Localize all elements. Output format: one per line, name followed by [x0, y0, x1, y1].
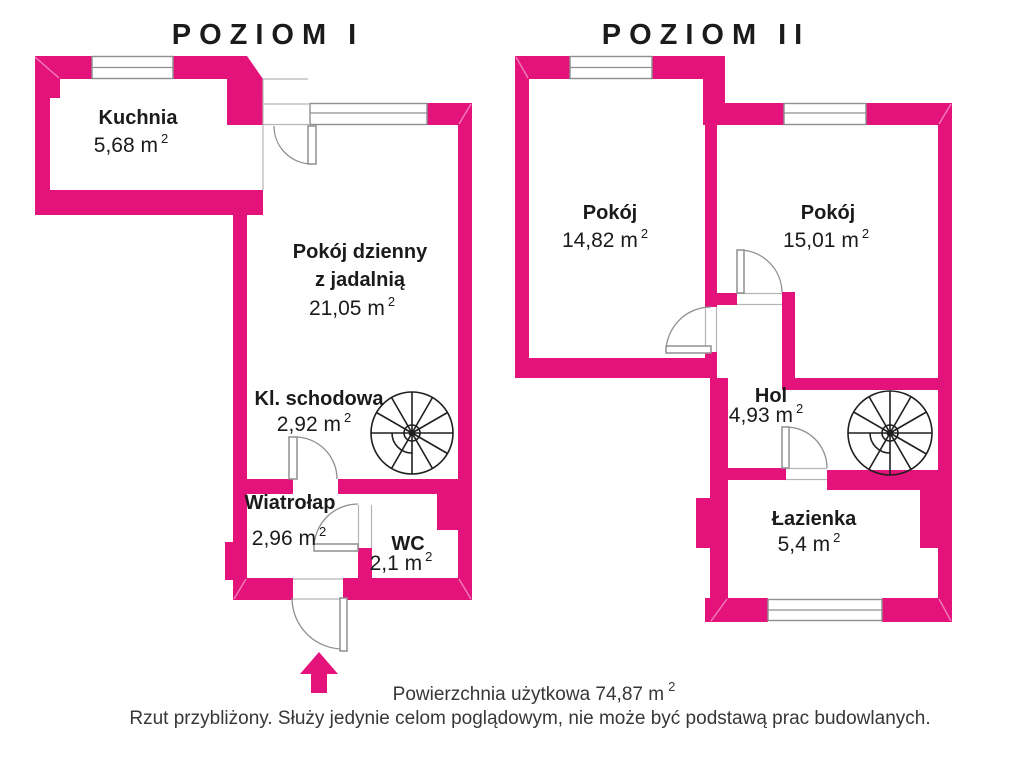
svg-text:4,93 m2: 4,93 m2: [729, 401, 803, 427]
svg-text:Łazienka: Łazienka: [772, 508, 857, 530]
svg-text:2,1 m2: 2,1 m2: [370, 549, 433, 575]
window-lazienka: [767, 598, 883, 622]
window-pokoj-dzienny: [309, 102, 428, 126]
svg-text:2,96 m2: 2,96 m2: [252, 524, 326, 550]
door-living-room: [273, 125, 317, 165]
entrance-arrow: [300, 652, 338, 693]
walls-level-2: [515, 56, 952, 622]
svg-text:5,4 m2: 5,4 m2: [778, 530, 841, 556]
spiral-staircase-level-2: [847, 390, 933, 476]
svg-text:2,92 m2: 2,92 m2: [277, 410, 351, 436]
disclaimer-text: Rzut przybliżony. Służy jedynie celom po…: [129, 708, 930, 729]
svg-text:5,68 m2: 5,68 m2: [94, 131, 168, 157]
walls-level-1: [35, 56, 472, 600]
svg-text:Pokój: Pokój: [583, 202, 637, 224]
svg-text:Hol: Hol: [755, 385, 787, 407]
door-pokoj-2: [736, 249, 783, 294]
wall-corner-seams-level-1: [34, 56, 472, 600]
window-pokoj-1: [569, 55, 653, 80]
window-kuchnia: [91, 55, 174, 80]
door-lazienka: [781, 426, 828, 469]
svg-text:Kuchnia: Kuchnia: [99, 107, 179, 129]
svg-text:Wiatrołap: Wiatrołap: [245, 492, 336, 514]
spiral-staircase-level-1: [370, 391, 454, 475]
door-thresholds-level-1: [263, 103, 373, 600]
svg-text:z jadalnią: z jadalnią: [315, 269, 406, 291]
svg-text:Kl. schodowa: Kl. schodowa: [255, 388, 385, 410]
window-pokoj-2: [783, 102, 867, 126]
svg-text:21,05 m2: 21,05 m2: [309, 294, 395, 320]
door-entrance: [291, 597, 348, 652]
door-wc: [313, 503, 359, 552]
door-thresholds-level-2: [704, 292, 827, 481]
door-kl-schodowa: [288, 436, 338, 480]
svg-text:Pokój: Pokój: [801, 202, 855, 224]
wall-corner-seams-level-2: [515, 56, 952, 622]
svg-text:15,01 m2: 15,01 m2: [783, 226, 869, 252]
door-pokoj-1: [665, 306, 712, 354]
svg-text:14,82 m2: 14,82 m2: [562, 226, 648, 252]
svg-text:WC: WC: [391, 533, 424, 555]
svg-text:Pokój dzienny: Pokój dzienny: [293, 241, 428, 263]
